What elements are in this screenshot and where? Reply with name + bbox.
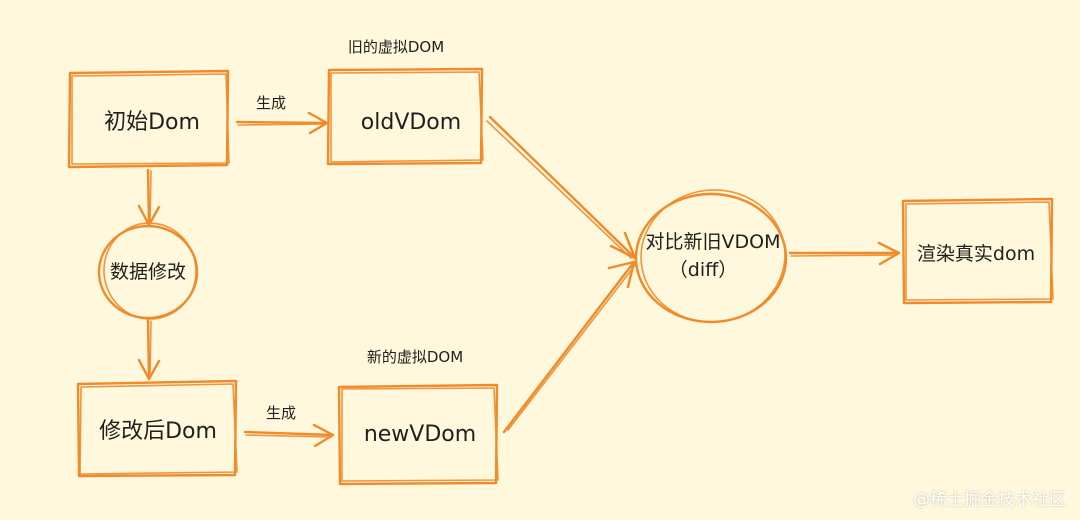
new-virtual-dom-caption: 新的虚拟DOM (367, 348, 463, 366)
data-modify-label: 数据修改 (110, 261, 186, 283)
arrow-modified-to-new (243, 423, 335, 448)
modified-dom-label: 修改后Dom (99, 419, 217, 444)
new-vdom-label: newVDom (364, 422, 476, 447)
old-virtual-dom-caption: 旧的虚拟DOM (348, 38, 444, 56)
arrow-initial-to-old (235, 111, 329, 135)
arrow-diff-to-render (788, 241, 901, 266)
modified-dom-box (76, 379, 238, 478)
arrow-initial-to-modify (137, 168, 161, 227)
diff-ellipse (634, 189, 788, 324)
arrow-old-to-diff (486, 115, 637, 260)
render-real-dom-label: 渲染真实dom (917, 243, 1035, 265)
data-modify-circle (97, 222, 199, 320)
generate-label-top: 生成 (256, 94, 286, 112)
old-vdom-label: oldVDom (361, 110, 461, 135)
old-vdom-box (326, 67, 484, 166)
initial-dom-label: 初始Dom (104, 110, 200, 135)
diff-label-line1: 对比新旧VDOM (646, 231, 781, 253)
diff-label-line2: （diff） (669, 259, 737, 281)
render-real-dom-box (901, 197, 1054, 305)
watermark: @稀土掘金技术社区 (913, 490, 1066, 510)
generate-label-bottom: 生成 (266, 404, 296, 422)
new-vdom-box (337, 383, 499, 486)
arrow-new-to-diff (502, 260, 637, 434)
arrow-modify-to-modified (137, 318, 161, 381)
initial-dom-box (67, 69, 230, 169)
